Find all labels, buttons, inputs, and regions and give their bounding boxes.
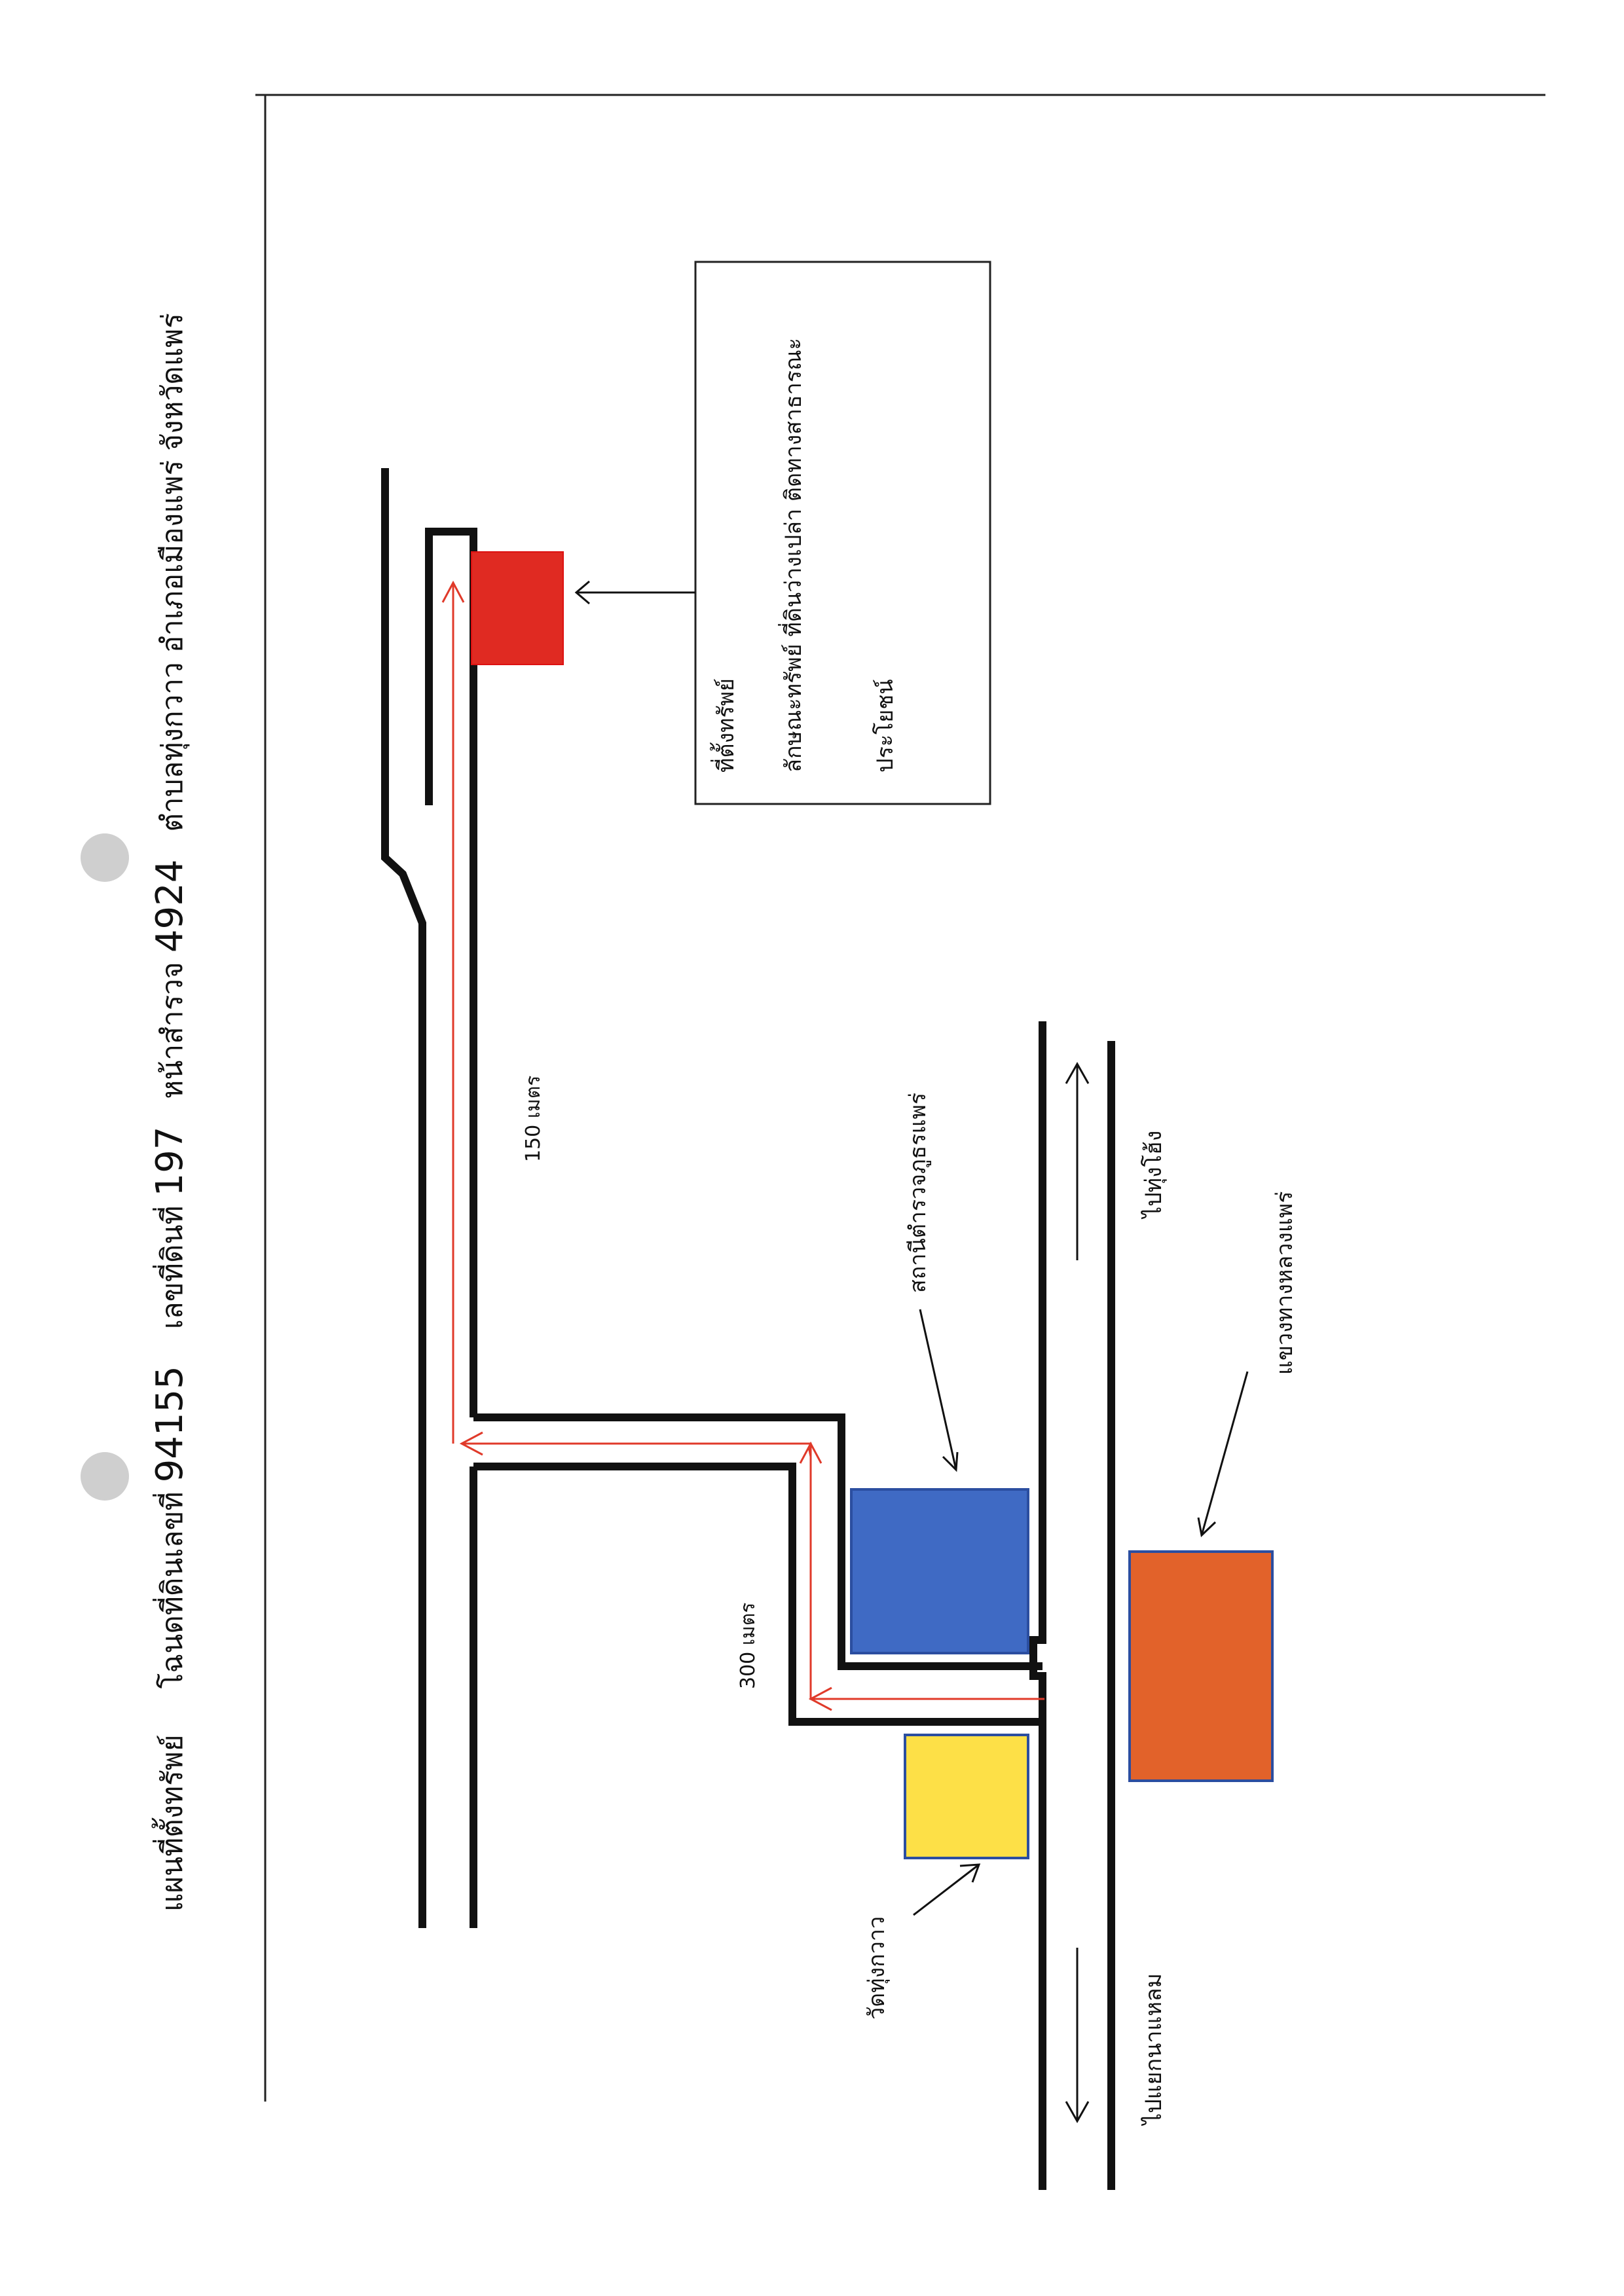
deed-label: โฉนดที่ดินเลขที่	[156, 1491, 189, 1689]
land-number-label: เลขที่ดินที่	[156, 1205, 189, 1330]
highway-office-block	[1128, 1550, 1274, 1782]
police-station-label: สถานีตำรวจภูธรแพร่	[905, 1092, 931, 1293]
highway-office-label: แขวงทางหลวงแพร่	[1272, 1191, 1298, 1375]
main-highway	[1029, 1021, 1115, 2190]
survey-number: 4924	[149, 859, 191, 953]
location-text: ตำบลทุ่งกวาว อำเภอเมืองแพร่ จังหวัดแพร่	[156, 313, 189, 832]
police-station-block	[850, 1488, 1029, 1654]
temple-label: วัดทุ่งกวาว	[864, 1916, 890, 2020]
distance-300-label: 300 เมตร	[737, 1602, 760, 1689]
to-thung-hong-label: ไปทุ่งโฮ้ง	[1141, 1130, 1167, 1218]
to-na-haem-label: ไปแยกนาแหลม	[1141, 1973, 1167, 2124]
deed-number: 94155	[149, 1366, 191, 1483]
landmark-pointers	[913, 1309, 1249, 1916]
survey-label: หน้าสำรวจ	[156, 962, 189, 1099]
route-path	[441, 580, 1044, 1711]
info-line-2: ลักษณะทรัพย์ ที่ดินว่างเปล่า ติดทางสาธาร…	[781, 338, 807, 773]
access-road	[381, 468, 1043, 1928]
title-prefix: แผนที่ตั้งทรัพย์	[156, 1734, 189, 1912]
temple-block	[904, 1734, 1029, 1859]
info-line-1: ที่ตั้งทรัพย์	[713, 678, 739, 773]
page-title: แผนที่ตั้งทรัพย์ โฉนดที่ดินเลขที่ 94155 …	[149, 313, 191, 1912]
property-lot	[471, 551, 564, 665]
punch-hole-bottom	[81, 1452, 129, 1501]
info-box	[694, 261, 991, 805]
distance-150-label: 150 เมตร	[522, 1075, 545, 1162]
punch-hole-top	[81, 833, 129, 882]
info-line-3: ประโยชน์	[872, 679, 898, 773]
info-arrow	[574, 580, 695, 605]
direction-arrows	[1065, 1061, 1090, 2124]
land-number: 197	[149, 1126, 191, 1197]
